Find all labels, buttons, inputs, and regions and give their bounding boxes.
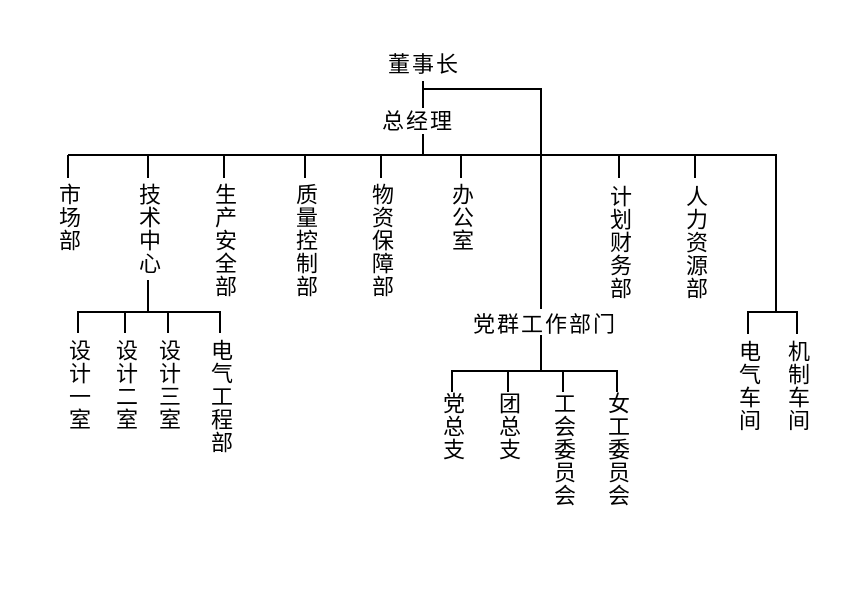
node-party-branch: 党总支: [440, 392, 465, 461]
node-dept-production-safety: 生产安全部: [212, 183, 237, 298]
node-dept-tech-center: 技术中心: [136, 183, 161, 275]
node-league-branch: 团总支: [496, 392, 521, 461]
node-dept-planning-finance: 计划财务部: [607, 185, 632, 300]
node-union-committee: 工会委员会: [551, 392, 576, 507]
node-party-group: 党群工作部门: [472, 312, 618, 337]
node-general-manager: 总经理: [381, 109, 455, 134]
node-women-committee: 女工委员会: [605, 392, 630, 507]
node-design-room-2: 设计二室: [113, 339, 138, 431]
node-dept-material-support: 物资保障部: [369, 183, 394, 298]
node-electrical-engineering: 电气工程部: [208, 339, 233, 454]
node-dept-human-resources: 人力资源部: [683, 185, 708, 300]
node-electrical-workshop: 电气车间: [736, 340, 761, 432]
node-design-room-3: 设计三室: [156, 339, 181, 431]
node-dept-market: 市场部: [56, 183, 81, 252]
node-dept-quality-control: 质量控制部: [293, 183, 318, 298]
node-machining-workshop: 机制车间: [785, 340, 810, 432]
node-design-room-1: 设计一室: [66, 339, 91, 431]
node-dept-office: 办公室: [449, 183, 474, 252]
node-chairman: 董事长: [387, 52, 461, 77]
